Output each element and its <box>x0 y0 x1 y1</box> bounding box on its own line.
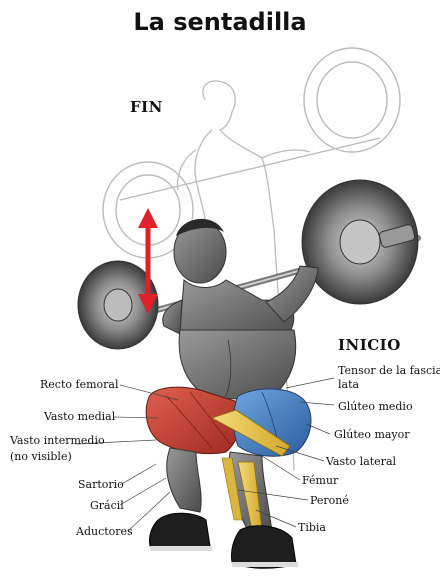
label-vasto-lateral: Vasto lateral <box>326 455 396 468</box>
label-vasto-intermedio: Vasto intermedio <box>10 434 105 447</box>
label-sartorio: Sartorio <box>78 478 124 491</box>
movement-arrow <box>138 208 158 314</box>
label-gracil: Grácil <box>90 499 124 512</box>
athlete-body <box>163 219 318 400</box>
label-tensor-fascia-lata: lata <box>338 378 359 391</box>
leg-muscles <box>146 387 311 534</box>
label-vasto-intermedio-note: (no visible) <box>10 450 72 463</box>
label-gluteo-mayor: Glúteo mayor <box>334 428 410 441</box>
label-perone: Peroné <box>310 494 349 507</box>
label-vasto-medial: Vasto medial <box>44 410 115 423</box>
label-recto-femoral: Recto femoral <box>40 378 118 391</box>
label-tensor-fascia: Tensor de la fascia <box>338 364 440 377</box>
label-gluteo-medio: Glúteo medio <box>338 400 413 413</box>
label-aductores: Aductores <box>76 525 133 538</box>
phase-start-label: INICIO <box>338 336 401 354</box>
shoes <box>149 513 298 568</box>
label-femur: Fémur <box>302 474 338 487</box>
phase-end-label: FIN <box>130 98 163 116</box>
label-tibia: Tibia <box>298 521 326 534</box>
